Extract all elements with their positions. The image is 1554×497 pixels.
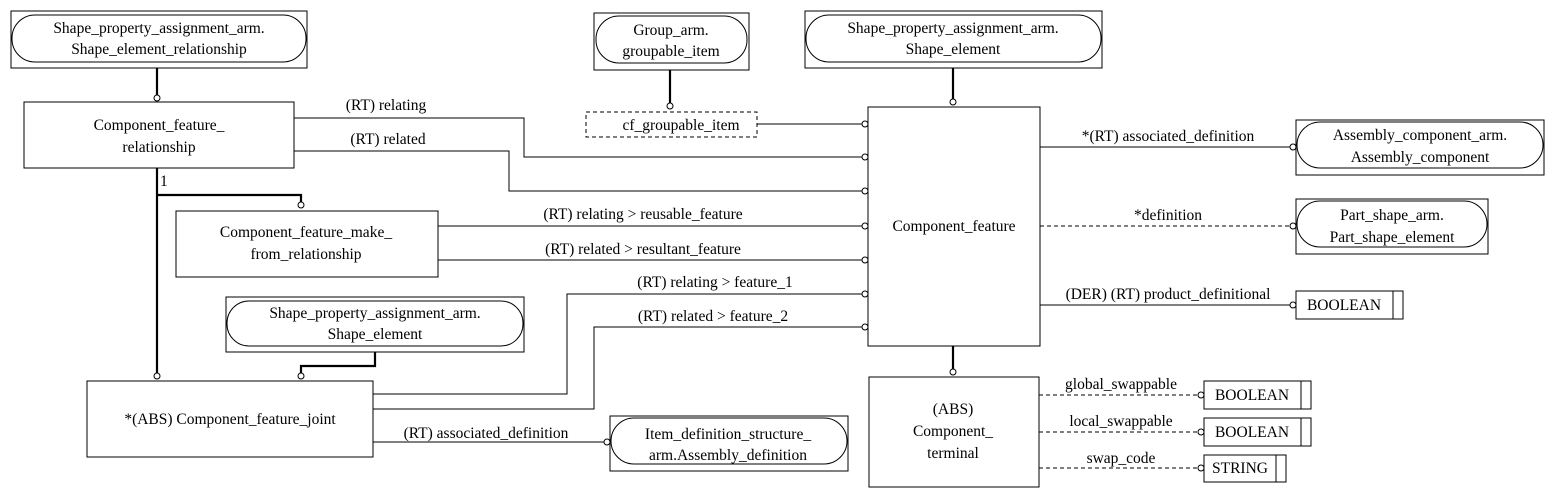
ref-shape-element-mid[interactable]: Shape_property_assignment_arm. Shape_ele… [225, 296, 525, 353]
reference-name-line: Item_definition_structure_ [645, 426, 811, 443]
relating-line [294, 117, 862, 158]
ref-shape-element-relationship[interactable]: Shape_property_assignment_arm. Shape_ele… [10, 10, 308, 69]
label-relating-feature-1: (RT) relating > feature_1 [637, 274, 792, 291]
reference-name-line: Shape_property_assignment_arm. [847, 20, 1058, 37]
entity-name-line: Component_ [913, 423, 993, 440]
subtype-lines [155, 68, 955, 376]
reference-name-line: Assembly_component_arm. [1333, 127, 1507, 144]
label-related-resultant-feature: (RT) related > resultant_feature [545, 241, 741, 258]
type-boolean-local-swappable[interactable]: BOOLEAN [1203, 417, 1312, 447]
type-boolean-global-swappable[interactable]: BOOLEAN [1203, 380, 1312, 410]
select-type-name: cf_groupable_item [622, 117, 739, 134]
type-name: STRING [1212, 460, 1268, 477]
entity-component-feature-make-from-relationship[interactable]: Component_feature_make_ from_relationshi… [175, 210, 439, 278]
reference-name-line: Shape_property_assignment_arm. [53, 20, 264, 37]
entity-name-line: Component_feature_ [94, 117, 225, 134]
subtype-line-make-from [157, 193, 303, 205]
label-local-swappable: local_swappable [1069, 413, 1172, 430]
reference-name-line: Shape_element [328, 326, 423, 343]
entity-name-line: relationship [122, 139, 195, 156]
label-related-feature-2: (RT) related > feature_2 [638, 308, 788, 325]
ref-assembly-component[interactable]: Assembly_component_arm. Assembly_compone… [1295, 119, 1545, 176]
type-string-swap-code[interactable]: STRING [1203, 454, 1287, 483]
entity-component-feature[interactable]: Component_feature [867, 106, 1041, 347]
type-name: BOOLEAN [1215, 424, 1289, 441]
reference-name-line: Group_arm. [633, 22, 708, 39]
entity-name-line: Component_feature [892, 218, 1015, 235]
type-boolean-product-definitional[interactable]: BOOLEAN [1295, 290, 1404, 320]
reference-name-line: Part_shape_arm. [1340, 207, 1444, 224]
label-definition: *definition [1134, 207, 1202, 224]
entity-name-line: terminal [927, 445, 979, 462]
label-associated-definition-joint: (RT) associated_definition [404, 425, 569, 442]
select-cf-groupable-item[interactable]: cf_groupable_item [585, 111, 758, 138]
entity-name-line: Component_feature_make_ [220, 224, 392, 241]
label-swap-code: swap_code [1087, 450, 1156, 467]
label-global-swappable: global_swappable [1065, 376, 1177, 393]
label-cardinality-one: 1 [160, 173, 168, 190]
entity-name-line: (ABS) [933, 401, 973, 418]
related-line [294, 150, 862, 192]
ref-part-shape-element[interactable]: Part_shape_arm. Part_shape_element [1295, 198, 1489, 255]
reference-name-line: Part_shape_element [1330, 229, 1456, 246]
type-name: BOOLEAN [1215, 387, 1289, 404]
reference-name-line: arm.Assembly_definition [649, 447, 807, 464]
entity-component-terminal[interactable]: (ABS) Component_ terminal [868, 376, 1040, 488]
ref-shape-element-top[interactable]: Shape_property_assignment_arm. Shape_ele… [804, 10, 1103, 69]
entity-name-line: *(ABS) Component_feature_joint [124, 411, 336, 428]
ref-groupable-item[interactable]: Group_arm. groupable_item [593, 12, 750, 71]
reference-name-line: Shape_element [906, 41, 1001, 58]
entity-name-line: from_relationship [250, 246, 361, 263]
entity-component-feature-relationship[interactable]: Component_feature_ relationship [23, 101, 295, 169]
feature-2-line [373, 326, 862, 410]
reference-name-line: groupable_item [622, 43, 719, 60]
label-product-definitional: (DER) (RT) product_definitional [1066, 286, 1271, 303]
connector-lines [294, 117, 1290, 469]
entity-component-feature-joint[interactable]: *(ABS) Component_feature_joint [86, 380, 374, 458]
feature-1-line [373, 293, 862, 395]
relation-end-markers [153, 94, 1297, 472]
reference-name-line: Shape_property_assignment_arm. [269, 305, 480, 322]
reference-name-line: Shape_element_relationship [71, 41, 247, 58]
label-associated-definition: *(RT) associated_definition [1082, 128, 1255, 145]
label-relating: (RT) relating [346, 97, 427, 114]
reference-name-line: Assembly_component [1351, 149, 1490, 166]
relation-labels: (RT) relating (RT) related (RT) relating… [160, 97, 1270, 467]
subtype-line-shape-element-mid [299, 352, 377, 376]
label-relating-reusable-feature: (RT) relating > reusable_feature [543, 206, 742, 223]
label-related: (RT) related [350, 131, 425, 148]
type-name: BOOLEAN [1307, 297, 1381, 314]
ref-assembly-definition[interactable]: Item_definition_structure_ arm.Assembly_… [609, 415, 849, 472]
